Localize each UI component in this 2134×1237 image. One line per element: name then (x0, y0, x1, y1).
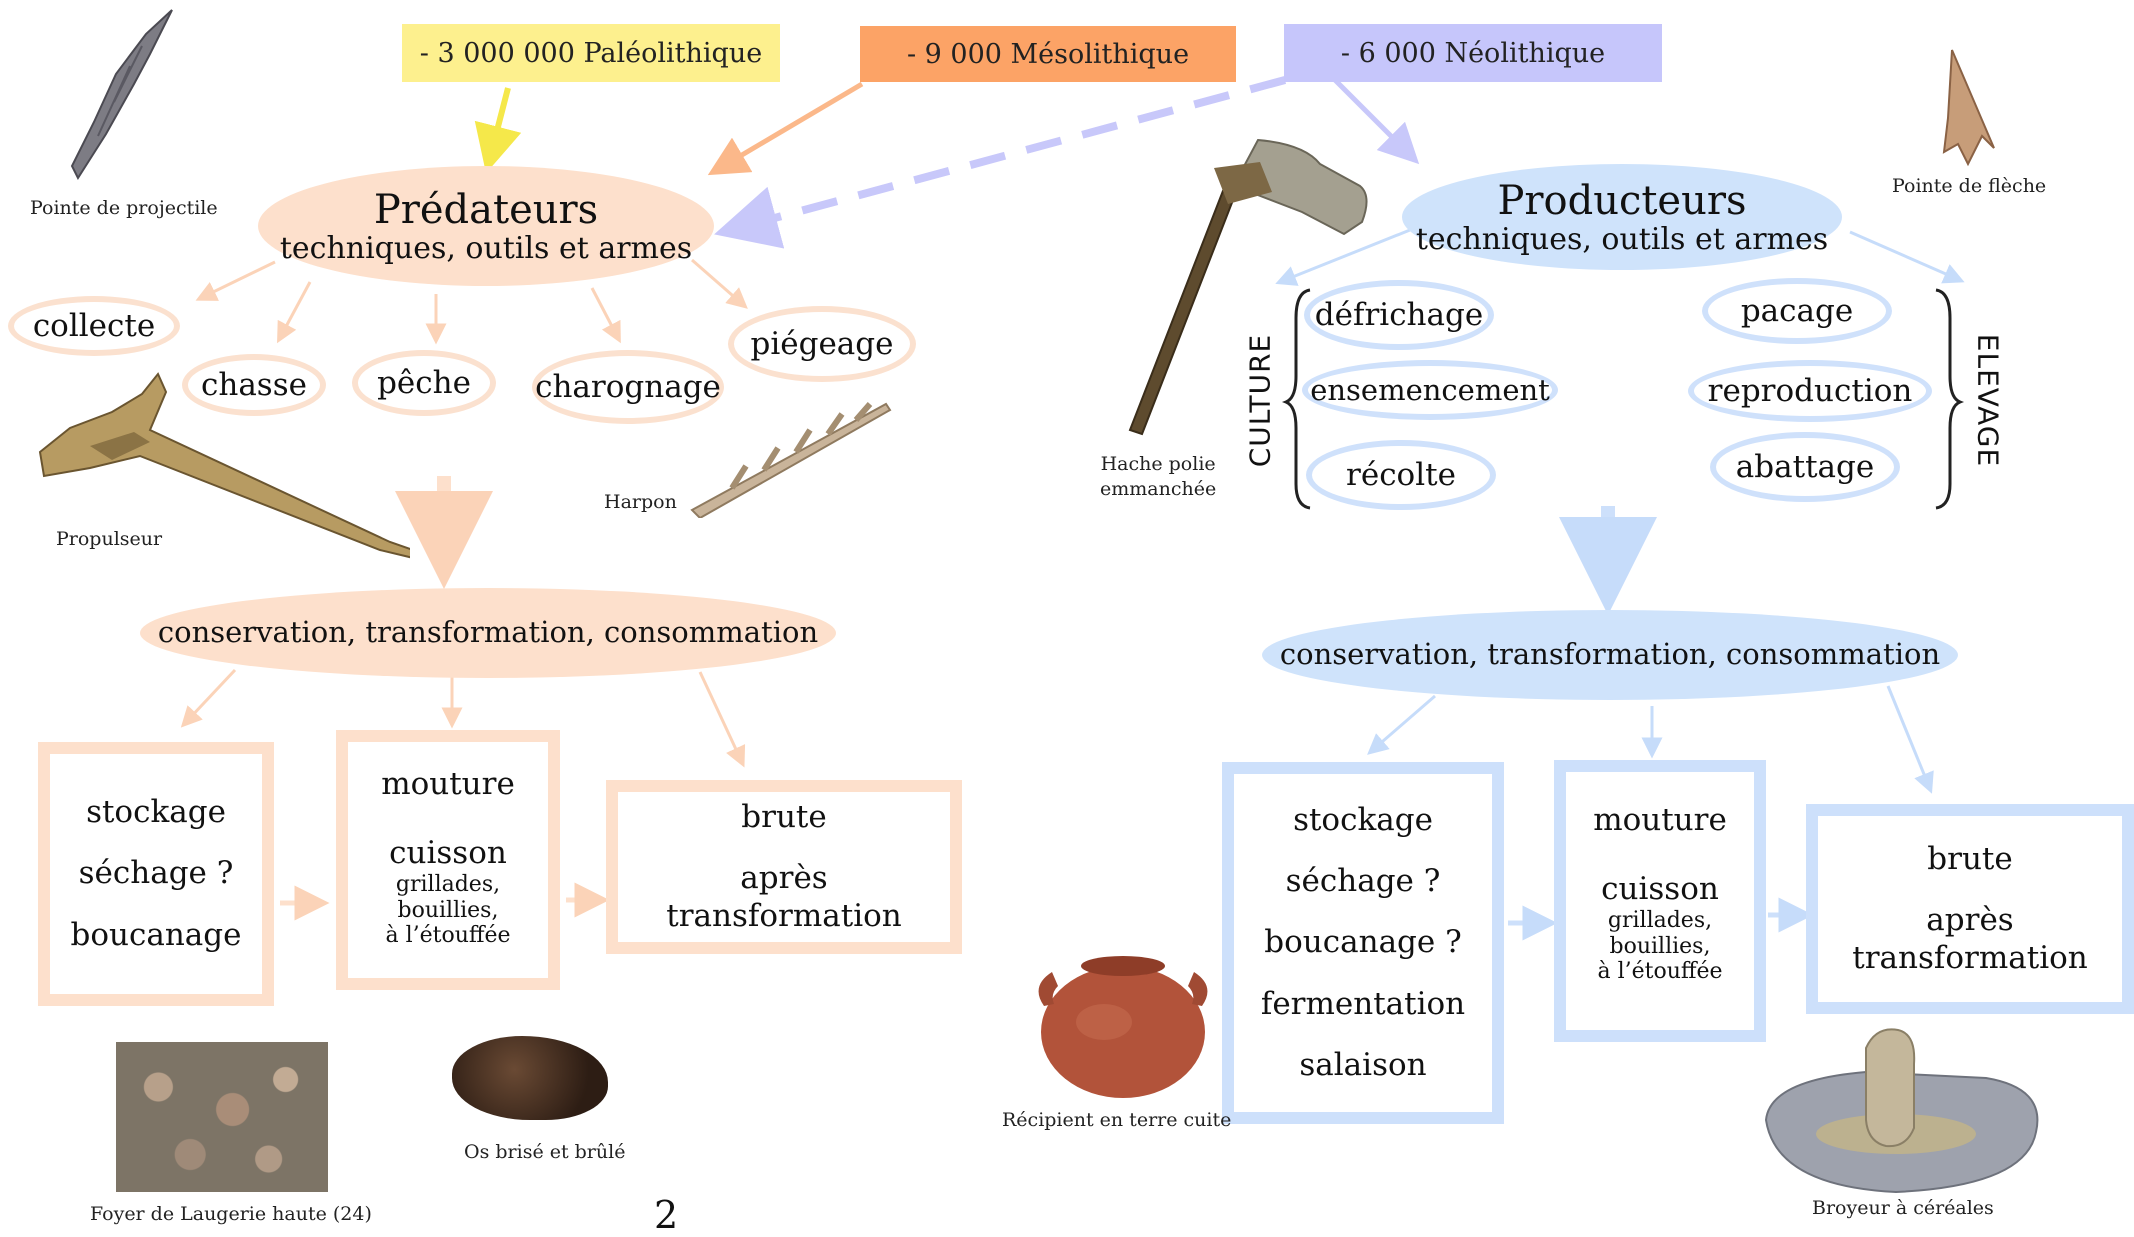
right-box2-small-3: à l’étouffée (1597, 958, 1723, 984)
right-box1-item-5: salaison (1299, 1046, 1427, 1083)
producteurs-title: Producteurs (1497, 177, 1747, 224)
left-process-label: conservation, transformation, consommati… (157, 615, 819, 650)
activity-collecte: collecte (8, 296, 180, 356)
left-box-mouture: mouture cuisson grillades, bouillies, à … (336, 730, 560, 990)
left-box1-item-1: stockage (86, 794, 226, 831)
arrow-neo-predateurs-dashed (714, 76, 1287, 249)
elevage-label: ELEVAGE (1971, 333, 2005, 468)
predateurs-ellipse: Prédateurs techniques, outils et armes (258, 166, 714, 286)
elevage-brace (1935, 288, 1965, 510)
caption-foyer: Foyer de Laugerie haute (24) (90, 1203, 372, 1225)
culture-ensemencement: ensemencement (1302, 360, 1558, 420)
elevage-pacage: pacage (1702, 278, 1892, 344)
arrow-neo-producteurs (1333, 78, 1420, 165)
arrow-to-culture (1275, 228, 1411, 286)
period-paleolithique: - 3 000 000 Paléolithique (402, 24, 780, 82)
arrow-piegeage (691, 258, 748, 309)
arrow-left-proc-3 (698, 671, 746, 768)
caption-pointe-projectile: Pointe de projectile (30, 197, 218, 219)
elevage-abattage: abattage (1710, 432, 1900, 502)
hache-image (1128, 138, 1368, 436)
period-neolithique: - 6 000 Néolithique (1284, 24, 1662, 82)
right-box1-item-2: séchage ? (1285, 863, 1441, 900)
arrow-chasse (277, 281, 312, 344)
pointe-projectile-image (70, 9, 173, 181)
recipient-image (1038, 956, 1208, 1098)
arrow-meso-predateurs (707, 81, 864, 176)
activity-peche: pêche (352, 350, 496, 416)
left-box2-small-2: bouillies, (397, 897, 499, 923)
arrow-to-elevage (1849, 230, 1965, 284)
right-box1-item-4: fermentation (1260, 985, 1466, 1022)
left-box-brute: brute après transformation (606, 780, 962, 954)
activity-charognage: charognage (532, 350, 724, 424)
propulseur-image (38, 372, 410, 559)
right-process-ellipse: conservation, transformation, consommati… (1262, 610, 1958, 700)
left-box3-item-1: brute (741, 799, 827, 836)
foyer-image (116, 1042, 328, 1192)
elevage-reproduction: reproduction (1688, 360, 1932, 422)
right-box1-item-3: boucanage ? (1264, 924, 1462, 961)
left-process-ellipse: conservation, transformation, consommati… (140, 588, 836, 678)
broyeur-image (1764, 1028, 2039, 1194)
left-box2-small-3: à l’étouffée (385, 922, 511, 948)
caption-pointe-fleche: Pointe de flèche (1892, 175, 2047, 197)
right-box2-small-1: grillades, (1607, 908, 1713, 934)
pointe-fleche-image (1942, 49, 1995, 167)
right-box2-small-2: bouillies, (1609, 933, 1711, 959)
culture-defrichage: défrichage (1304, 280, 1494, 350)
right-box2-cuisson: cuisson (1601, 871, 1719, 908)
left-box2-small-1: grillades, (395, 872, 501, 898)
arrow-collecte (195, 260, 276, 301)
right-box-mouture: mouture cuisson grillades, bouillies, à … (1554, 760, 1766, 1042)
left-box1-item-3: boucanage (70, 916, 242, 953)
arrow-paleo-predateurs (474, 87, 522, 174)
left-box3-item-2: après transformation (666, 860, 902, 934)
left-box-stockage: stockage séchage ? boucanage (38, 742, 274, 1006)
left-box1-item-2: séchage ? (78, 855, 234, 892)
caption-hache-line1: Hache polie (1100, 453, 1216, 475)
caption-hache: Hache polie emmanchée (1100, 452, 1216, 501)
arrow-left-proc-1 (180, 668, 237, 728)
period-paleo-label: - 3 000 000 Paléolithique (419, 37, 763, 69)
right-box-stockage: stockage séchage ? boucanage ? fermentat… (1222, 762, 1504, 1124)
right-box3-item-1: brute (1927, 841, 2013, 878)
left-box2-mouture: mouture (381, 766, 515, 802)
caption-os: Os brisé et brûlé (464, 1141, 626, 1163)
culture-brace (1281, 288, 1311, 510)
arrow-right-proc-1 (1367, 694, 1436, 755)
right-box1-item-1: stockage (1293, 802, 1433, 839)
caption-propulseur: Propulseur (56, 528, 163, 550)
right-box2-mouture: mouture (1593, 802, 1727, 838)
producteurs-subtitle: techniques, outils et armes (1415, 221, 1829, 257)
caption-recipient: Récipient en terre cuite (1002, 1109, 1232, 1131)
predateurs-title: Prédateurs (373, 186, 599, 233)
activity-piegeage: piégeage (728, 306, 916, 382)
os-image (452, 1036, 608, 1120)
footer-digit: 2 (654, 1193, 679, 1237)
culture-recolte: récolte (1306, 440, 1496, 510)
caption-broyeur: Broyeur à céréales (1812, 1197, 1994, 1219)
period-mesolithique: - 9 000 Mésolithique (860, 26, 1236, 82)
right-box-brute: brute après transformation (1806, 804, 2134, 1014)
caption-harpon: Harpon (604, 491, 677, 513)
arrow-right-proc-3 (1886, 685, 1934, 794)
activity-chasse: chasse (182, 354, 326, 416)
predateurs-subtitle: techniques, outils et armes (279, 230, 693, 266)
left-box2-cuisson: cuisson (389, 835, 507, 872)
caption-hache-line2: emmanchée (1100, 477, 1217, 500)
arrow-charognage (590, 287, 621, 344)
period-neo-label: - 6 000 Néolithique (1340, 37, 1606, 69)
right-box3-item-2: après transformation (1852, 902, 2088, 976)
period-meso-label: - 9 000 Mésolithique (906, 38, 1190, 70)
harpon-image (690, 402, 892, 518)
right-process-label: conservation, transformation, consommati… (1279, 637, 1941, 672)
producteurs-ellipse: Producteurs techniques, outils et armes (1402, 164, 1842, 270)
